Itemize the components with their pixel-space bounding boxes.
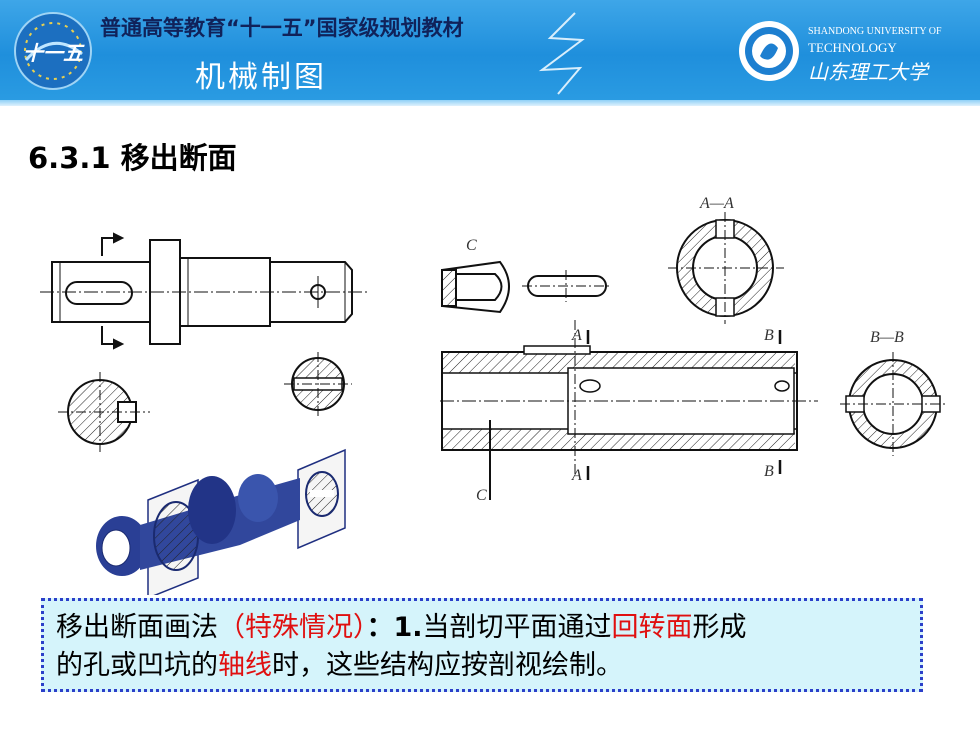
label-a-bottom: A (571, 467, 582, 484)
label-b-top: B (764, 327, 774, 344)
header-banner: 十一五 普通高等教育“十一五”国家级规划教材 机械制图 SHANDONG UNI… (0, 0, 980, 100)
note-part4: 1. (393, 612, 423, 643)
note-part7: 形成 (692, 612, 747, 643)
label-b-bottom: B (764, 463, 774, 480)
shaft-3d-illustration (96, 448, 346, 595)
zigzag-decoration-icon (538, 12, 585, 95)
logo-text: 十一五 (23, 41, 85, 65)
course-title: 机械制图 (195, 60, 327, 95)
label-a-a: A—A (699, 195, 734, 212)
note-part2: （特殊情况） (218, 612, 367, 643)
university-logo-icon (739, 21, 799, 81)
section-hole-right (284, 352, 352, 416)
label-c-bottom: C (476, 487, 487, 504)
eleventh-five-year-logo-icon: 十一五 (14, 12, 92, 90)
series-title: 普通高等教育“十一五”国家级规划教材 (100, 16, 464, 40)
note-part9: 轴线 (218, 650, 272, 681)
engineering-drawing: A—A B—B C C A A B B (40, 195, 946, 595)
hollow-shaft-sectional-view (440, 320, 818, 500)
university-name-en-line1: SHANDONG UNIVERSITY OF (808, 26, 942, 37)
university-name-cn: 山东理工大学 (808, 60, 928, 84)
note-part5: 当剖切平面通过 (422, 612, 612, 643)
note-part10: 时，这些结构应按剖视绘制。 (272, 650, 623, 681)
note-part3: ： (366, 612, 394, 643)
section-b-b (840, 352, 946, 456)
section-title: 6.3.1 移出断面 (28, 141, 237, 175)
note-part8: 的孔或凹坑的 (56, 650, 218, 681)
note-box: 移出断面画法（特殊情况）：1.当剖切平面通过回转面形成的孔或凹坑的轴线时，这些结… (41, 598, 923, 692)
section-keyway-left (58, 372, 150, 452)
label-a-top: A (571, 327, 582, 344)
university-name-en-line2: TECHNOLOGY (808, 40, 897, 55)
note-part6: 回转面 (611, 612, 693, 643)
part-c-view (441, 260, 612, 314)
note-text: 移出断面画法（特殊情况）：1.当剖切平面通过回转面形成的孔或凹坑的轴线时，这些结… (56, 609, 910, 685)
section-a-a (668, 212, 784, 324)
shaft-front-view (40, 232, 370, 350)
note-part1: 移出断面画法 (56, 612, 218, 643)
label-c-top: C (466, 237, 477, 254)
label-b-b: B—B (870, 329, 904, 346)
header-divider (0, 100, 980, 106)
